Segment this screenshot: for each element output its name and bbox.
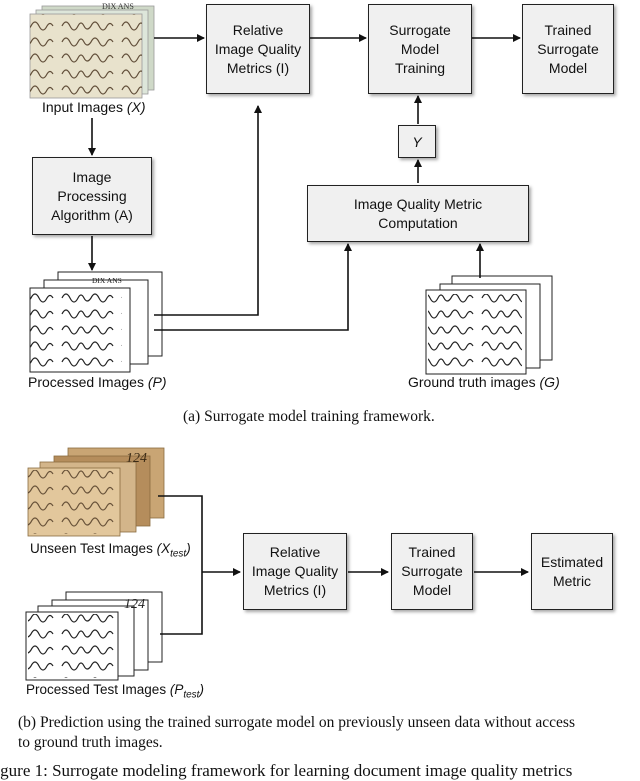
figure-caption: Figure 1: Surrogate modeling framework f…: [0, 761, 573, 780]
ground-truth-label: Ground truth images (G): [408, 374, 560, 390]
arrow-processed-to-iqm: [154, 105, 262, 316]
trained-model-box-a: Trained Surrogate Model: [522, 4, 614, 94]
input-doc-header: DIX ANS: [102, 2, 134, 11]
image-processing-line3: Algorithm (A): [51, 206, 133, 223]
iqm-computation-box: Image Quality Metric Computation: [307, 185, 529, 242]
estimated-metric-box: Estimated Metric: [531, 533, 613, 610]
unseen-doc-number: 124: [126, 451, 147, 466]
relative-iqm-b-line1: Relative: [269, 544, 321, 560]
trained-model-box-b: Trained Surrogate Model: [391, 533, 473, 610]
processed-test-images-stack: [25, 591, 163, 681]
trained-model-b-line2: Surrogate: [401, 563, 463, 579]
surrogate-training-box: Surrogate Model Training: [368, 4, 472, 94]
relative-iqm-line3: Metrics (I): [226, 59, 290, 76]
relative-iqm-line2: Image Quality: [214, 40, 302, 57]
processed-images-label: Processed Images (P): [28, 374, 167, 390]
iqm-computation-line2: Computation: [378, 214, 458, 231]
unseen-test-images-label: Unseen Test Images (Xtest): [30, 541, 191, 560]
trained-model-line3: Model: [548, 59, 588, 76]
iqm-computation-line1: Image Quality Metric: [353, 195, 483, 212]
relative-iqm-box-a: Relative Image Quality Metrics (I): [206, 4, 310, 94]
relative-iqm-b-line2: Image Quality: [251, 563, 339, 579]
processed-doc-header: DIX ANS: [92, 276, 122, 285]
relative-iqm-box-b: Relative Image Quality Metrics (I): [243, 533, 347, 610]
unseen-test-images-stack: [27, 447, 165, 537]
caption-a: (a) Surrogate model training framework.: [183, 408, 435, 425]
relative-iqm-line1: Relative: [232, 21, 284, 38]
processed-images-stack: [29, 271, 163, 373]
trained-model-b-line3: Model: [412, 582, 452, 598]
input-images-label: Input Images (X): [42, 99, 146, 115]
surrogate-training-line2: Model: [400, 40, 440, 57]
trained-model-line2: Surrogate: [537, 40, 599, 57]
caption-b-line1: (b) Prediction using the trained surroga…: [18, 714, 575, 731]
surrogate-training-line3: Training: [394, 59, 446, 76]
estimated-metric-line2: Metric: [552, 572, 592, 589]
surrogate-training-line1: Surrogate: [389, 21, 451, 38]
input-images-stack: [29, 5, 155, 99]
image-processing-box: Image Processing Algorithm (A): [32, 157, 152, 235]
relative-iqm-b-line3: Metrics (I): [263, 582, 327, 598]
y-label: Y: [412, 133, 422, 150]
trained-model-b-line1: Trained: [408, 544, 456, 560]
caption-b-line2: to ground truth images.: [18, 734, 163, 751]
trained-model-line1: Trained: [544, 21, 592, 38]
processed-test-doc-number: 124: [124, 597, 145, 612]
estimated-metric-line1: Estimated: [540, 553, 604, 570]
processed-test-images-label: Processed Test Images (Ptest): [26, 682, 204, 701]
image-processing-line1: Image: [72, 168, 112, 185]
image-processing-line2: Processing: [57, 187, 127, 204]
bracket-inputs: [158, 495, 203, 635]
arrow-processed-to-computation: [154, 243, 352, 331]
ground-truth-stack: [425, 275, 553, 375]
y-box: Y: [398, 125, 436, 158]
